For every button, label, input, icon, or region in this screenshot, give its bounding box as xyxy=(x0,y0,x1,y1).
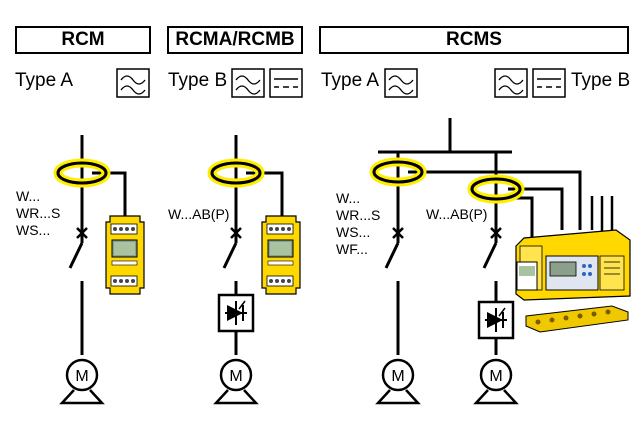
rcms-device-wrs: WR...S xyxy=(336,207,381,223)
frequency-converter-icon xyxy=(477,300,515,340)
ac-waveform-icon xyxy=(494,68,528,98)
rcms-device-icon xyxy=(515,229,631,301)
ac-waveform-icon xyxy=(231,68,265,98)
rcm-device-wrs: WR...S xyxy=(16,205,61,221)
rcms-device-wf: WF... xyxy=(336,241,368,257)
rcma-type-label: Type B xyxy=(168,70,228,91)
rcma-rcmb-header: RCMA/RCMB xyxy=(167,26,303,54)
rcma-device-label: W...AB(P) xyxy=(168,206,230,222)
rcms-device-w: W... xyxy=(336,190,361,206)
rcms-device2-label: W...AB(P) xyxy=(426,206,488,222)
motor-icon xyxy=(474,358,518,405)
rcms-device-list: W... WR...S WS... WF... xyxy=(336,190,380,258)
rcms-type-right-label: Type B xyxy=(571,70,631,91)
motor-icon xyxy=(214,358,258,405)
frequency-converter-icon xyxy=(217,293,255,333)
rcm-header: RCM xyxy=(15,26,151,54)
terminal-strip-icon xyxy=(525,305,629,333)
rcm-type-label: Type A xyxy=(15,70,74,91)
dc-waveform-icon xyxy=(532,68,566,98)
rcms-circuit-1 xyxy=(384,152,582,355)
motor-icon xyxy=(60,358,104,405)
rcm-device-list: W... WR...S WS... xyxy=(16,188,60,239)
rcma-device-icon xyxy=(261,215,301,295)
rcms-output-wires xyxy=(590,196,614,234)
ac-waveform-icon xyxy=(384,68,418,98)
rcms-device-ws: WS... xyxy=(336,224,371,240)
motor-icon xyxy=(376,358,420,405)
dc-waveform-icon xyxy=(269,68,303,98)
rcm-device-w: W... xyxy=(16,188,41,204)
rcms-type-left-label: Type A xyxy=(321,70,380,91)
rcm-device-ws: WS... xyxy=(16,222,51,238)
ac-waveform-icon xyxy=(116,68,150,98)
rcms-busbar xyxy=(378,118,512,154)
rcm-device-icon xyxy=(105,215,145,295)
rcms-header: RCMS xyxy=(319,26,629,54)
